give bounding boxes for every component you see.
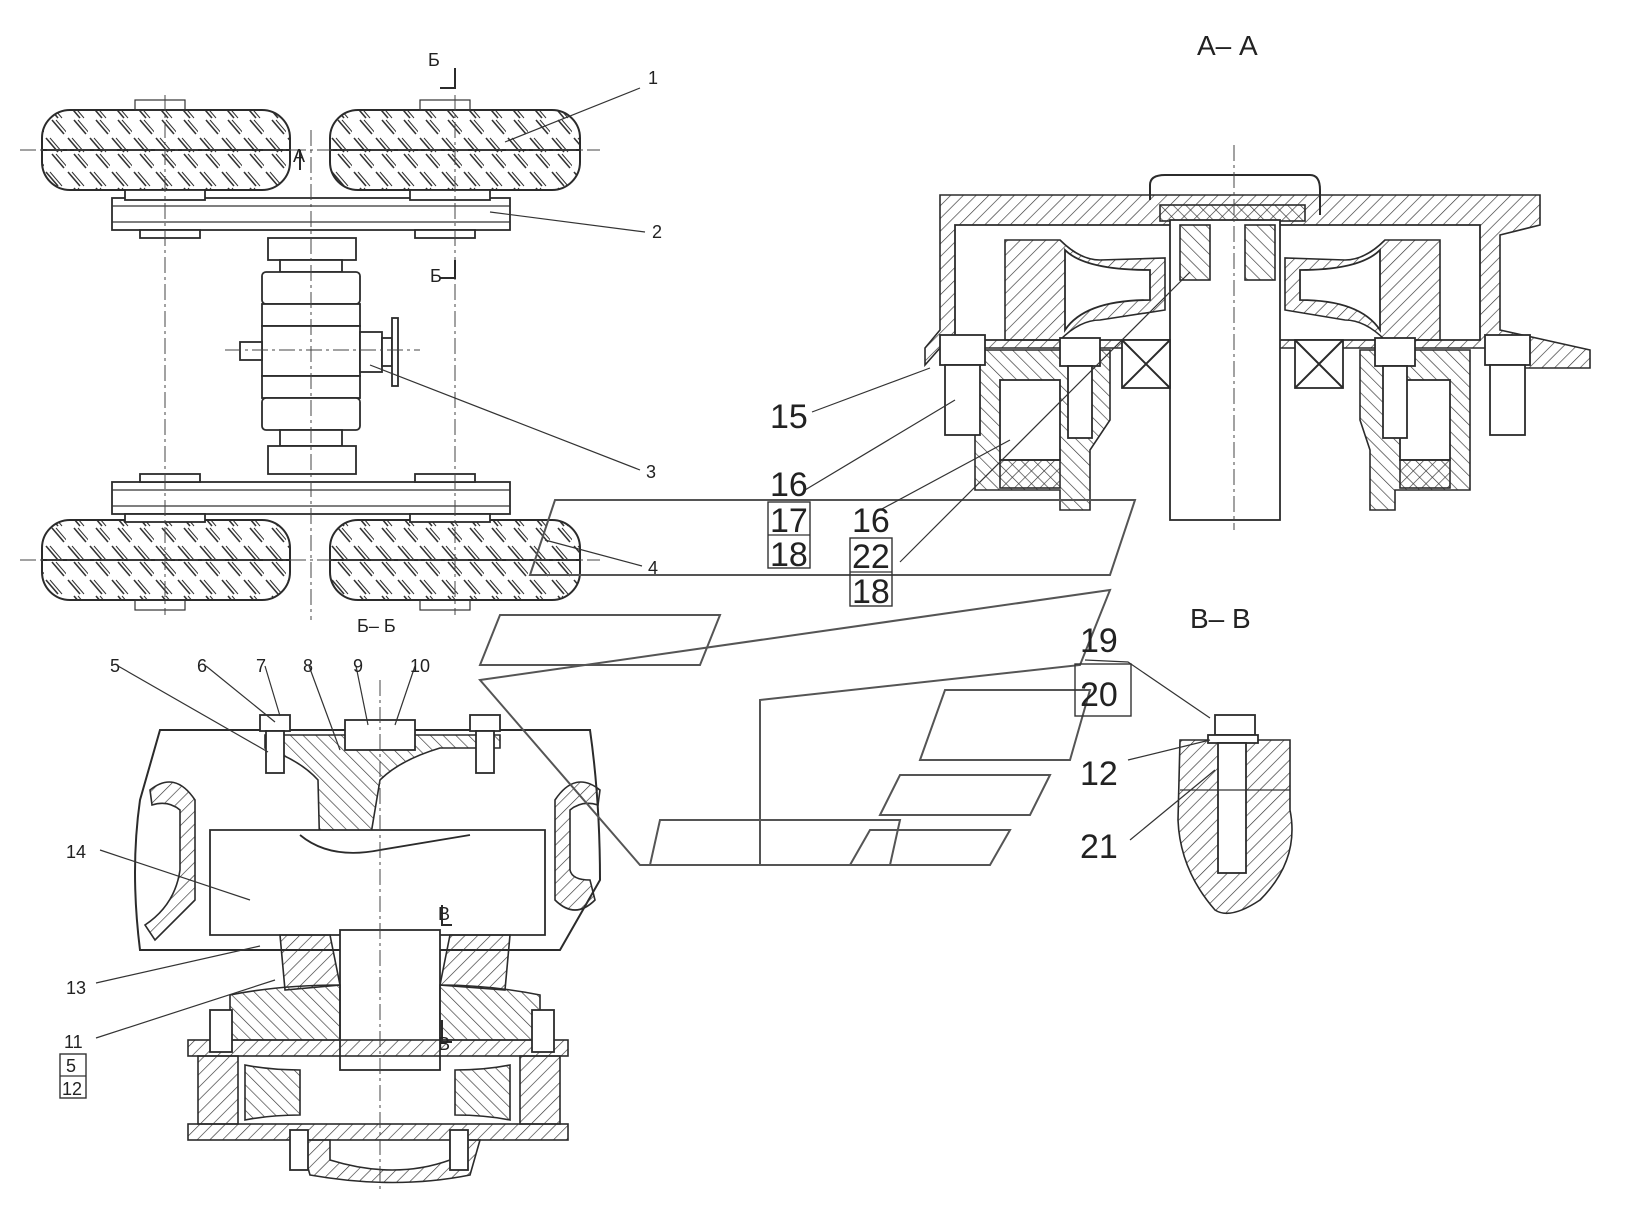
callout-20: 20 — [1080, 676, 1118, 714]
callout-11: 11 — [64, 1032, 83, 1052]
section-b-b-view: В В Б– Б — [134, 616, 602, 1190]
callout-6: 6 — [197, 656, 207, 676]
callout-17: 17 — [770, 502, 808, 540]
section-v-v-view: В– В — [1177, 603, 1293, 915]
callout-3: 3 — [646, 462, 656, 482]
bogie-plan-view: Б Б А — [20, 50, 600, 620]
cut-mark-v-top: В — [438, 904, 450, 924]
callout-13: 13 — [66, 978, 86, 998]
callout-19: 19 — [1080, 622, 1118, 660]
callout-18-b: 18 — [852, 573, 890, 611]
callout-12: 12 — [1080, 755, 1118, 793]
callout-11-5: 5 — [66, 1056, 76, 1076]
callout-4: 4 — [648, 558, 658, 578]
section-title-a-a: А– А — [1197, 30, 1258, 61]
callout-22: 22 — [852, 538, 890, 576]
callout-14: 14 — [66, 842, 86, 862]
callout-15: 15 — [770, 398, 808, 436]
callout-21: 21 — [1080, 828, 1118, 866]
callouts: 1 2 3 4 5 6 7 8 9 10 11 5 12 13 14 15 16… — [59, 68, 1132, 1099]
callout-8: 8 — [303, 656, 313, 676]
callout-16-b: 16 — [852, 502, 890, 540]
callout-5: 5 — [110, 656, 120, 676]
callout-18-a: 18 — [770, 536, 808, 574]
callout-1: 1 — [648, 68, 658, 88]
watermark-logo — [478, 499, 1137, 866]
cut-mark-b-bottom: Б — [430, 266, 442, 286]
cut-mark-a: А — [293, 146, 305, 166]
callout-7: 7 — [256, 656, 266, 676]
callout-11-12: 12 — [62, 1079, 82, 1099]
callout-16-a: 16 — [770, 466, 808, 504]
cut-mark-v-bottom: В — [438, 1034, 450, 1054]
section-a-a-view: А– А — [924, 30, 1591, 530]
section-title-v-v: В– В — [1190, 603, 1251, 634]
leader-lines — [95, 87, 1216, 1039]
callout-10: 10 — [410, 656, 430, 676]
cut-mark-b-top: Б — [428, 50, 440, 70]
callout-2: 2 — [652, 222, 662, 242]
callout-9: 9 — [353, 656, 363, 676]
section-title-b-b: Б– Б — [357, 616, 396, 636]
